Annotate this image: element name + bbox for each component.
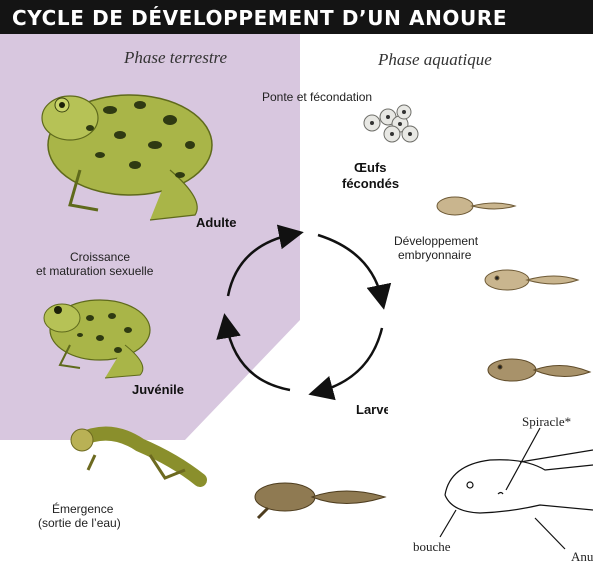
tadpole-stage-1 [488,359,590,381]
phase-aquatic-label: Phase aquatique [378,50,492,70]
spiracle-label: Spiracle* [522,414,571,430]
eggs-illustration [364,105,418,142]
cycle-arrow-1 [318,235,382,300]
growth-label-line1: Croissance [70,250,130,264]
phase-terrestrial-label: Phase terrestre [124,48,227,68]
embryo-stage-1 [437,197,515,215]
tadpole-stage-2 [255,483,385,518]
emergence-label-line2: (sortie de l’eau) [38,516,121,530]
tadpole-detail-drawing [440,428,593,549]
eggs-label-line2: fécondés [342,176,399,191]
cycle-arrow-2 [318,328,382,392]
juvenile-label: Juvénile [132,382,184,397]
eggs-label-line1: Œufs [354,160,387,175]
anus-leader [535,518,565,549]
embryo-label-line1: Développement [394,234,478,248]
mouth-leader [440,510,456,537]
anus-label: Anus [571,549,593,565]
embryo-label-line2: embryonnaire [398,248,471,262]
embryo-stage-2 [485,270,578,290]
growth-label-line2: et maturation sexuelle [36,264,153,278]
larva-label: Larve [356,402,388,417]
emergence-label-line1: Émergence [52,502,113,516]
mouth-label: bouche [413,539,451,555]
spawning-label: Ponte et fécondation [262,90,372,104]
terrestrial-phase-band [0,34,300,440]
adult-label: Adulte [196,215,236,230]
